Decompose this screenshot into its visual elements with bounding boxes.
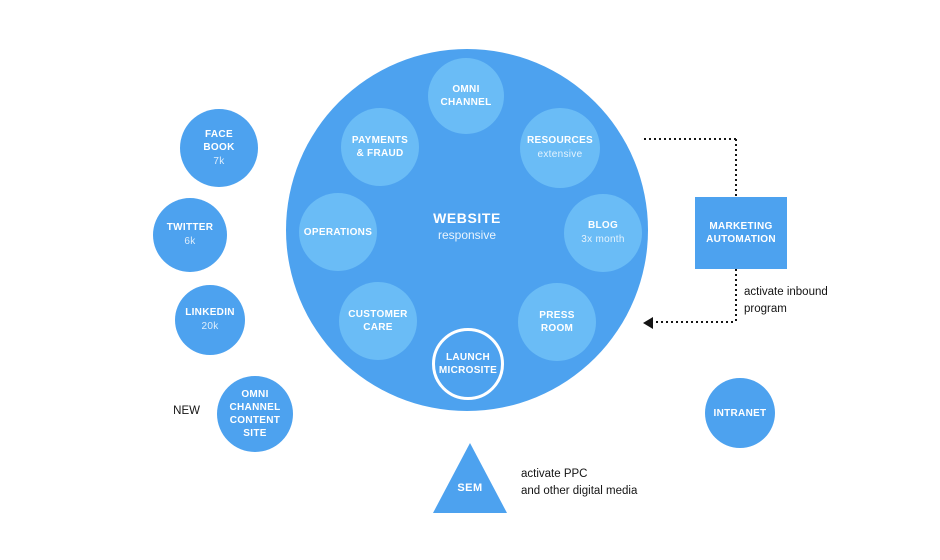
ppc-annotation: activate PPC and other digital media xyxy=(521,468,638,497)
node-omni-channel-content-site: OMNI CHANNEL CONTENT SITE xyxy=(217,376,293,452)
node-label: OMNI CHANNEL xyxy=(440,84,492,108)
node-label: BLOG xyxy=(587,220,619,231)
inbound-annotation: activate inbound program xyxy=(744,286,828,315)
node-facebook: FACE BOOK 7k xyxy=(180,109,258,187)
dotted-connector-top xyxy=(644,138,737,140)
website-subtitle: responsive xyxy=(437,228,497,242)
node-sublabel: 3x month xyxy=(581,234,625,245)
node-resources: RESOURCES extensive xyxy=(520,108,600,188)
node-blog: BLOG 3x month xyxy=(564,194,642,272)
dotted-connector-bottom xyxy=(651,321,736,323)
node-sublabel: 6k xyxy=(184,236,196,247)
node-label: CUSTOMER CARE xyxy=(348,309,408,333)
node-label: PRESS ROOM xyxy=(539,310,575,334)
sem-triangle xyxy=(433,443,507,513)
website-label: WEBSITE responsive xyxy=(387,210,547,242)
node-label: LINKEDIN xyxy=(185,307,235,318)
node-launch-microsite: LAUNCH MICROSITE xyxy=(432,328,504,400)
node-label: OMNI CHANNEL CONTENT SITE xyxy=(229,389,281,439)
node-label: SEM xyxy=(457,482,483,494)
node-label: RESOURCES xyxy=(526,135,594,146)
node-label: MARKETING AUTOMATION xyxy=(706,221,776,245)
node-omni-channel: OMNI CHANNEL xyxy=(428,58,504,134)
node-label: PAYMENTS & FRAUD xyxy=(351,135,409,159)
new-tag: NEW xyxy=(173,405,200,417)
node-label: FACE BOOK xyxy=(203,128,235,153)
website-title: WEBSITE xyxy=(433,210,501,226)
arrowhead-left-icon xyxy=(643,317,653,329)
node-payments-fraud: PAYMENTS & FRAUD xyxy=(341,108,419,186)
node-press-room: PRESS ROOM xyxy=(518,283,596,361)
node-linkedin: LINKEDIN 20k xyxy=(175,285,245,355)
node-twitter: TWITTER 6k xyxy=(153,198,227,272)
node-sublabel: 20k xyxy=(201,321,219,332)
node-customer-care: CUSTOMER CARE xyxy=(339,282,417,360)
node-marketing-automation: MARKETING AUTOMATION xyxy=(695,197,787,269)
node-label: INTRANET xyxy=(713,407,767,419)
node-label: OPERATIONS xyxy=(303,226,373,238)
node-label: TWITTER xyxy=(166,222,214,233)
node-label: LAUNCH MICROSITE xyxy=(438,352,498,376)
node-operations: OPERATIONS xyxy=(299,193,377,271)
node-sublabel: 7k xyxy=(213,155,225,167)
node-sublabel: extensive xyxy=(537,149,583,160)
node-intranet: INTRANET xyxy=(705,378,775,448)
